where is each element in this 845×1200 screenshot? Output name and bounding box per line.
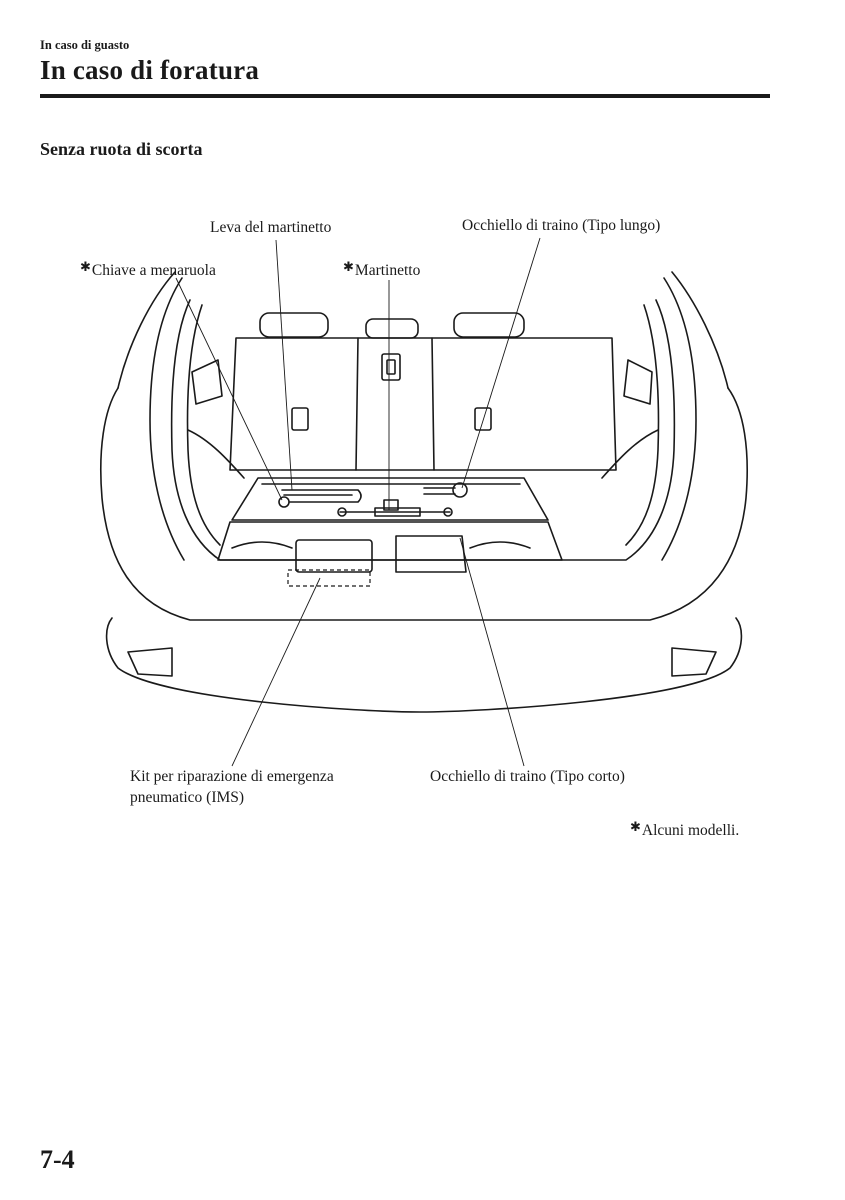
callout-ims-kit-line1: Kit per riparazione di emergenza [130, 768, 334, 785]
page-title: In caso di foratura [40, 55, 260, 85]
callout-ims-kit-line2: pneumatico (IMS) [130, 789, 245, 806]
rear-body-outline [99, 387, 748, 621]
title-rule [40, 94, 770, 98]
callout-jack: ✱Martinetto [343, 259, 421, 279]
callout-towing-eye-long: Occhiello di traino (Tipo lungo) [462, 217, 661, 234]
leader-lug-wrench [175, 277, 283, 501]
leader-jack-lever [275, 239, 293, 491]
ims-kit-box [295, 539, 373, 573]
rear-seat-back [229, 337, 617, 471]
section-label: In caso di guasto [40, 38, 130, 52]
callout-towing-eye-short: Occhiello di traino (Tipo corto) [430, 768, 625, 785]
callout-lug-wrench: ✱Chiave a menaruola [80, 259, 216, 279]
cargo-floor-tray [231, 477, 549, 521]
asterisk-mark: ✱ [630, 819, 641, 834]
leader-ims-kit [231, 577, 321, 767]
leader-towing-eye-long [461, 237, 541, 489]
tailgate-frame-left [117, 271, 176, 389]
tailgate-frame-right [671, 271, 729, 389]
footnote: ✱Alcuni modelli. [630, 819, 740, 839]
callout-jack-lever: Leva del martinetto [210, 219, 332, 236]
asterisk-mark: ✱ [343, 259, 354, 274]
subheading: Senza ruota di scorta [40, 139, 203, 159]
headrest-center [365, 318, 419, 339]
rear-bumper [105, 617, 743, 713]
asterisk-mark: ✱ [80, 259, 91, 274]
headrest-left [259, 312, 329, 338]
leader-towing-eye-short [459, 537, 525, 767]
cargo-opening [170, 299, 676, 561]
headrest-right [453, 312, 525, 338]
callout-ims-kit: Kit per riparazione di emergenza pneumat… [130, 766, 334, 808]
page-number: 7-4 [40, 1145, 75, 1174]
